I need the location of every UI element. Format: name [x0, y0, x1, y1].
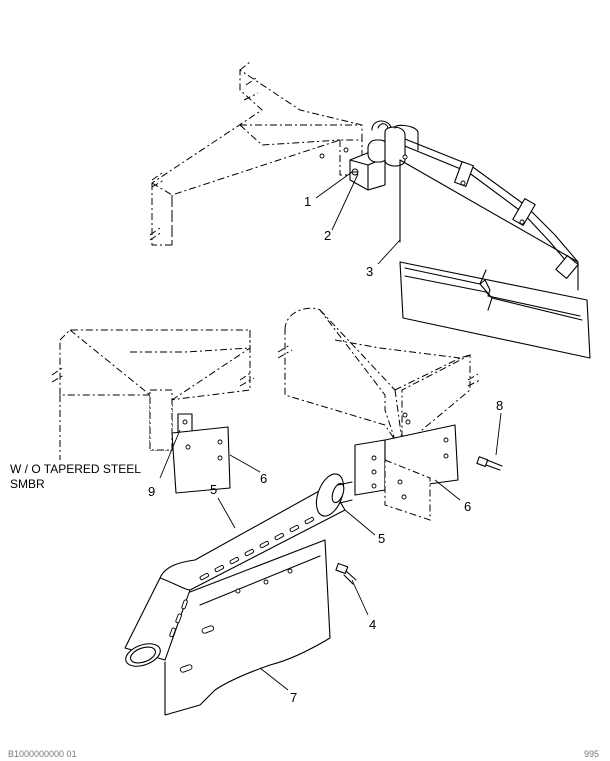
- note-line-1: W / O TAPERED STEEL: [10, 462, 141, 476]
- callout-2: 2: [324, 228, 331, 243]
- bolt-4: [335, 562, 357, 585]
- callout-1: 1: [304, 194, 311, 209]
- right-mounting-plate: [354, 424, 459, 521]
- callout-7: 7: [290, 690, 297, 705]
- callout-9: 9: [148, 484, 155, 499]
- hanger-rod: [384, 124, 579, 279]
- footer: B1000000000 01 995: [8, 749, 599, 759]
- left-frame-rail: [51, 329, 255, 460]
- left-mounting-plate: [171, 426, 231, 494]
- hanger-bracket: [349, 120, 393, 191]
- callout-4: 4: [369, 617, 376, 632]
- right-tapered-frame: [277, 307, 481, 441]
- note-line-2: SMBR: [10, 477, 45, 491]
- top-frame-rail: [149, 61, 363, 246]
- support-slots: [169, 516, 315, 638]
- callout-6-left: 6: [260, 471, 267, 486]
- bolt-8: [476, 456, 503, 471]
- upper-mud-flap: [399, 159, 591, 359]
- callout-6-right: 6: [464, 499, 471, 514]
- bracket-bolt: [351, 168, 359, 176]
- callout-3: 3: [366, 264, 373, 279]
- mudflap-support-tube: [124, 473, 353, 667]
- callout-5-upper: 5: [210, 482, 217, 497]
- page-code: 995: [584, 749, 599, 759]
- figure-code: B1000000000 01: [8, 749, 77, 759]
- leader-lines: [159, 171, 502, 691]
- callout-5-lower: 5: [378, 531, 385, 546]
- variant-note: W / O TAPERED STEEL SMBR: [10, 462, 141, 491]
- lower-mud-flap: [164, 539, 331, 716]
- callout-8: 8: [496, 398, 503, 413]
- callout-labels: 1 2 3 8 6 9 5 5 6 4 7: [148, 194, 503, 705]
